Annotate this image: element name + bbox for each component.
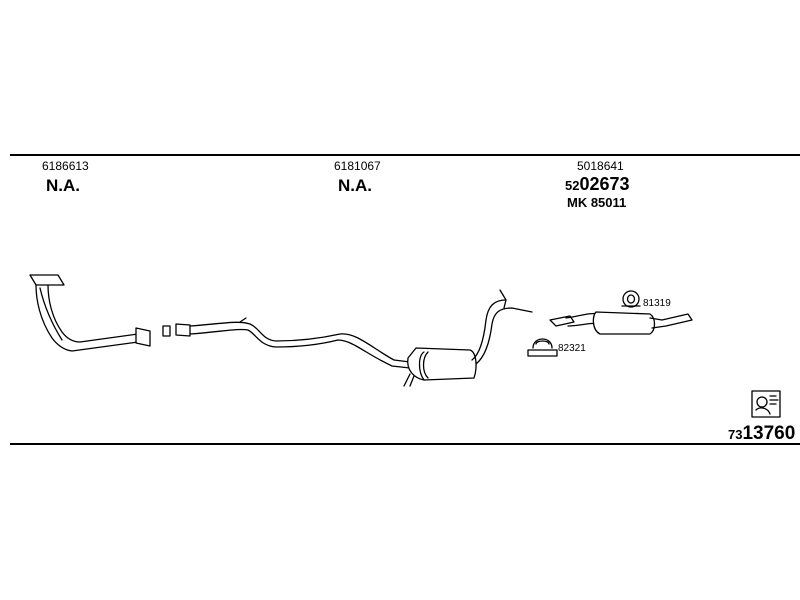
front-pipe-status: N.A. [46,176,80,195]
front-pipe-part-number: 6186613 [42,159,89,173]
clamp-part [527,338,558,357]
rear-hanger-part [621,290,641,308]
rear-silencer [549,311,693,335]
rear-hanger-label: 81319 [643,298,671,309]
ref-number-main: 02673 [579,174,630,194]
diagram-number-main: 13760 [742,423,796,444]
top-divider [10,154,800,156]
rear-section-part-number: 5018641 [577,159,624,173]
middle-pipe [162,317,411,369]
front-downpipe [29,274,151,352]
center-silencer [403,289,533,387]
middle-section-status: N.A. [338,176,372,195]
bottom-divider [10,443,800,445]
diagram-number-prefix: 73 [728,427,743,442]
middle-section-part-number: 6181067 [334,159,381,173]
mounting-kit-label: MK 85011 [567,195,627,210]
rear-section-ref-number: 5202673 [565,175,630,194]
diagram-symbol-icon [751,390,781,418]
diagram-number: 7313760 [728,424,795,443]
ref-number-prefix: 52 [565,178,580,193]
clamp-label: 82321 [558,343,586,354]
